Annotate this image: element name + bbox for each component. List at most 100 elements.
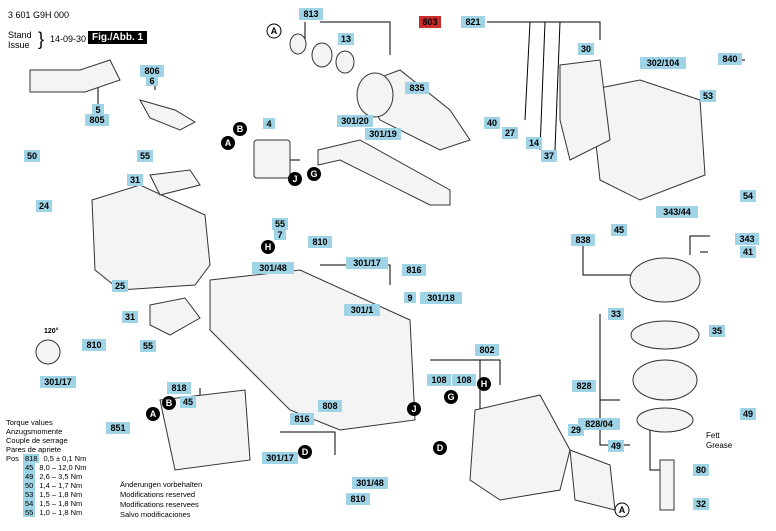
part-label: 45 [611, 224, 627, 236]
svg-text:49: 49 [611, 441, 621, 451]
svg-text:B: B [237, 124, 244, 134]
part-label: 45 [180, 396, 196, 408]
svg-text:301/17: 301/17 [266, 453, 294, 463]
svg-text:30: 30 [581, 44, 591, 54]
svg-text:32: 32 [696, 499, 706, 509]
callout-d: D [433, 441, 447, 455]
svg-text:31: 31 [125, 312, 135, 322]
brace: } [38, 29, 45, 49]
part-label: 7 [274, 229, 286, 240]
svg-text:Fett: Fett [706, 431, 721, 440]
figure-tag: Fig./Abb. 1 [88, 31, 148, 44]
part-label: 32 [693, 498, 709, 510]
svg-text:13: 13 [341, 34, 351, 44]
svg-text:35: 35 [712, 326, 722, 336]
callout-a: A [266, 23, 282, 39]
svg-text:53: 53 [703, 91, 713, 101]
svg-text:4: 4 [266, 119, 271, 129]
callout-a: A [146, 407, 160, 421]
svg-text:50: 50 [27, 151, 37, 161]
svg-text:45: 45 [183, 397, 193, 407]
svg-text:810: 810 [350, 494, 365, 504]
svg-text:838: 838 [575, 235, 590, 245]
svg-text:54: 54 [743, 191, 753, 201]
callout-b: B [233, 122, 247, 136]
svg-text:808: 808 [322, 401, 337, 411]
svg-text:301/18: 301/18 [427, 293, 455, 303]
modification-notes: Änderungen vorbehalten Modifications res… [120, 480, 203, 519]
svg-text:6: 6 [149, 76, 154, 86]
svg-text:A: A [225, 138, 232, 148]
part-label: 810 [82, 339, 106, 351]
part-label: 808 [318, 400, 342, 412]
part-label: 54 [740, 190, 756, 202]
part-label: 40 [484, 117, 500, 129]
svg-text:7: 7 [277, 230, 282, 240]
part-label: 49 [608, 440, 624, 452]
part-label: 301/48 [252, 262, 294, 274]
part-label: 302/104 [640, 57, 686, 69]
callout-a: A [221, 136, 235, 150]
svg-text:810: 810 [86, 340, 101, 350]
part-label: 31 [127, 174, 143, 186]
part-label: 33 [608, 308, 624, 320]
svg-text:Grease: Grease [706, 441, 733, 450]
angle-label: 120° [44, 327, 59, 335]
part-label-highlight: 803 [419, 16, 441, 28]
part-label: 816 [402, 264, 426, 276]
part-label: 14 [526, 137, 542, 149]
part-label: 343/44 [656, 206, 698, 218]
part-label: 27 [502, 127, 518, 139]
svg-text:55: 55 [140, 151, 150, 161]
callout-j: J [407, 402, 421, 416]
svg-text:49: 49 [743, 409, 753, 419]
svg-text:25: 25 [115, 281, 125, 291]
part-label: 108 [452, 374, 476, 386]
svg-text:802: 802 [479, 345, 494, 355]
svg-text:45: 45 [614, 225, 624, 235]
part-label: 13 [338, 33, 354, 45]
svg-text:343: 343 [739, 234, 754, 244]
svg-text:301/48: 301/48 [259, 263, 287, 273]
svg-text:A: A [619, 505, 626, 515]
svg-text:G: G [310, 169, 317, 179]
svg-text:D: D [437, 443, 444, 453]
svg-text:24: 24 [39, 201, 49, 211]
part-label: 80 [693, 464, 709, 476]
part-label: 301/1 [344, 304, 380, 316]
part-label: 343 [735, 233, 759, 245]
svg-text:H: H [481, 379, 488, 389]
svg-text:5: 5 [95, 105, 100, 115]
svg-text:302/104: 302/104 [647, 58, 680, 68]
part-label: 828 [572, 380, 596, 392]
svg-text:80: 80 [696, 465, 706, 475]
svg-text:55: 55 [275, 219, 285, 229]
doc-number: 3 601 G9H 000 [8, 10, 70, 20]
part-label: 31 [122, 311, 138, 323]
svg-text:J: J [411, 404, 416, 414]
svg-text:14: 14 [529, 138, 539, 148]
svg-text:301/20: 301/20 [341, 116, 369, 126]
part-label: 301/17 [346, 257, 388, 269]
torque-table: Torque values Anzugsmomente Couple de se… [6, 418, 87, 517]
svg-text:301/17: 301/17 [44, 377, 72, 387]
part-label: 29 [568, 424, 584, 436]
svg-text:41: 41 [743, 247, 753, 257]
svg-text:A: A [150, 409, 157, 419]
svg-text:9: 9 [407, 293, 412, 303]
part-label: 49 [740, 408, 756, 420]
part-label: 41 [740, 246, 756, 258]
part-label: 828/04 [578, 418, 620, 430]
svg-text:D: D [302, 447, 309, 457]
callout-h: H [261, 240, 275, 254]
callout-j: J [288, 172, 302, 186]
svg-text:813: 813 [303, 9, 318, 19]
svg-text:108: 108 [456, 375, 471, 385]
callout-g: G [307, 167, 321, 181]
part-label: 30 [578, 43, 594, 55]
svg-text:828/04: 828/04 [585, 419, 613, 429]
